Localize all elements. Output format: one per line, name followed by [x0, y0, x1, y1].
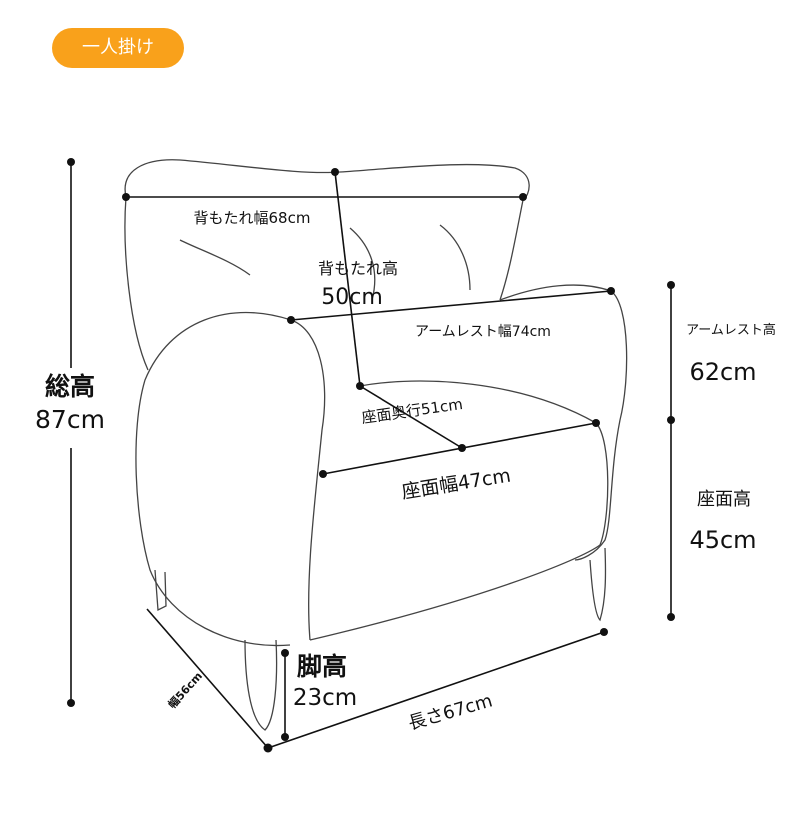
- armrest-width-line: [287, 287, 615, 324]
- leg-height-line: [281, 649, 289, 741]
- length-label: 長さ67cm: [406, 690, 495, 734]
- seat-height-value: 45cm: [689, 526, 756, 554]
- total-height-label: 総高: [45, 372, 95, 401]
- armrest-height-label: アームレスト高: [686, 322, 776, 338]
- seat-width-label: 座面幅47cm: [400, 465, 512, 504]
- base-lines: [146, 608, 608, 753]
- backrest-height-label: 背もたれ高: [318, 259, 398, 278]
- armrest-height-value: 62cm: [689, 358, 756, 386]
- total-height-line: [67, 158, 75, 707]
- backrest-width-line: [122, 193, 527, 201]
- backrest-width-label: 背もたれ幅68cm: [194, 209, 311, 227]
- right-height-line: [667, 281, 675, 621]
- backrest-height-value: 50cm: [321, 285, 383, 310]
- total-height-value: 87cm: [35, 405, 105, 434]
- leg-height-value: 23cm: [293, 685, 357, 711]
- width-label: 幅56cm: [165, 669, 205, 711]
- leg-height-label: 脚高: [297, 652, 347, 681]
- single-seat-badge: 一人掛け: [52, 28, 184, 68]
- seat-depth-label: 座面奥行51cm: [360, 395, 463, 427]
- armrest-width-label: アームレスト幅74cm: [415, 324, 551, 340]
- sofa-outline: [124, 159, 628, 731]
- seat-width-line: [319, 419, 600, 478]
- seat-height-label: 座面高: [697, 489, 751, 510]
- backrest-height-line: [331, 168, 364, 390]
